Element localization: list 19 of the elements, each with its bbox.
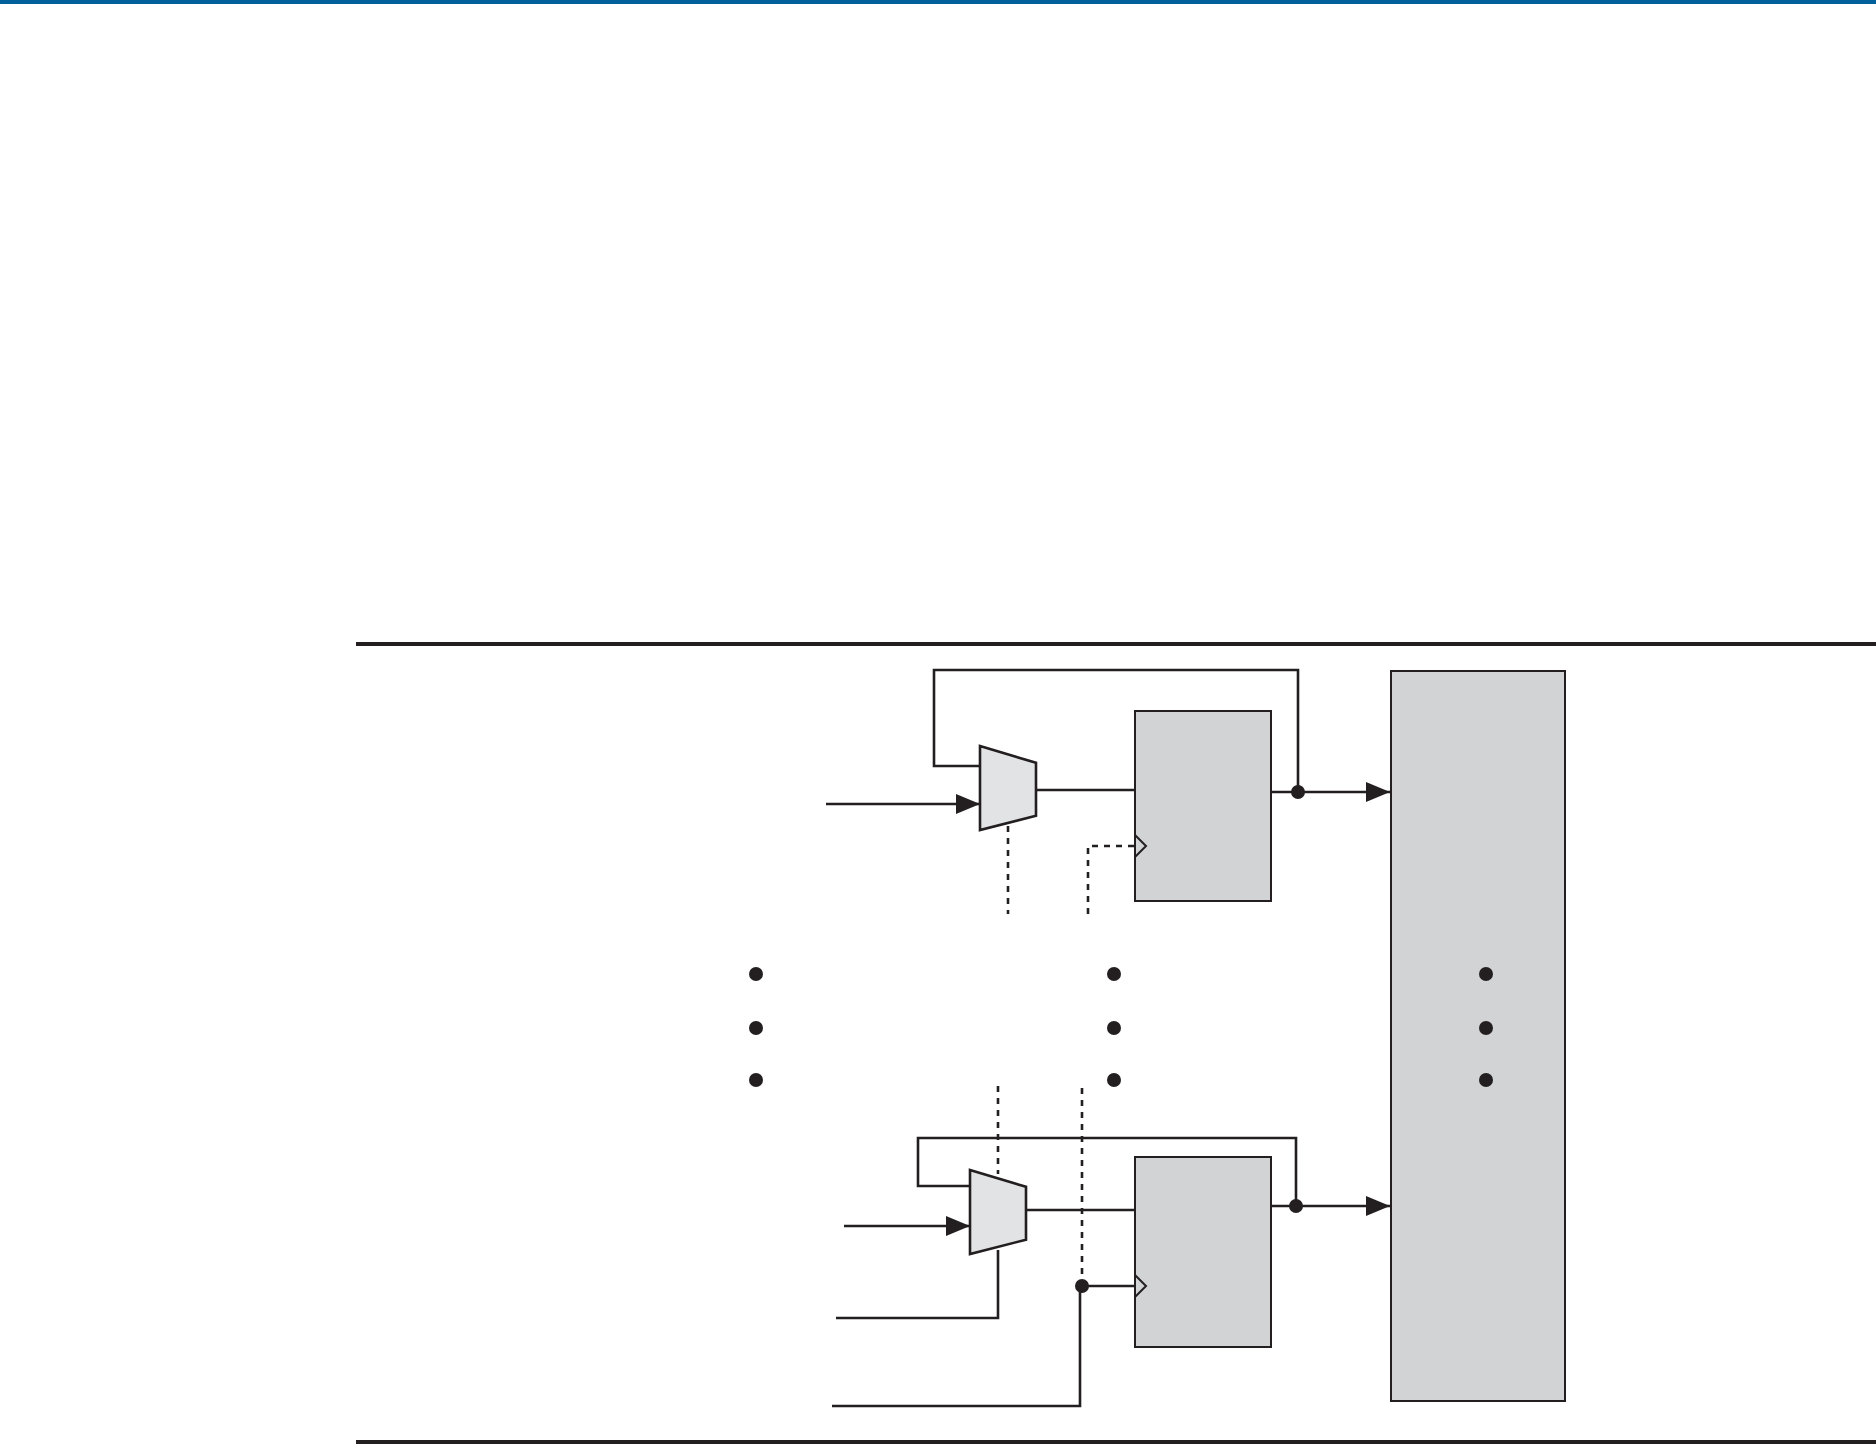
multiplexer-symbol — [980, 746, 1036, 830]
register-box — [1134, 1156, 1272, 1348]
signal-line — [932, 668, 1305, 799]
dashed-signal-line — [1006, 826, 1010, 914]
arrow — [826, 794, 980, 814]
multiplexer-symbol — [970, 1170, 1026, 1254]
dashed-signal-line — [1075, 1086, 1089, 1293]
arrow — [832, 1273, 1147, 1408]
dashed-signal-line — [1086, 833, 1147, 914]
arrow — [1272, 1196, 1390, 1216]
signal-line — [836, 1250, 1000, 1320]
arrow — [844, 1216, 970, 1236]
block-box — [1390, 670, 1566, 1402]
register-box — [1134, 710, 1272, 902]
signal-line — [1036, 788, 1134, 792]
signal-line — [916, 1136, 1303, 1213]
arrow — [1272, 782, 1390, 802]
dashed-signal-line — [996, 1086, 1000, 1174]
signal-line — [1026, 1208, 1134, 1212]
